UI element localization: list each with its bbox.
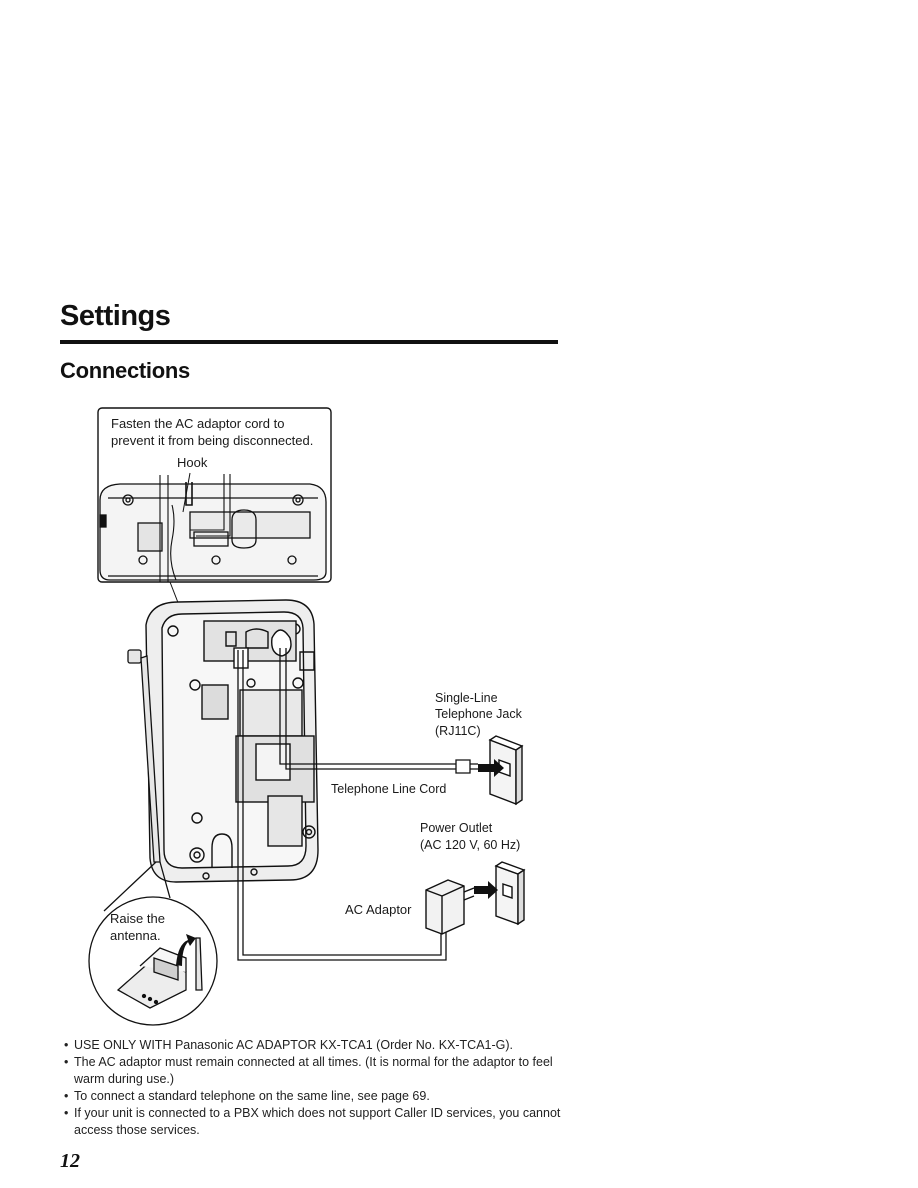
outlet-plug-arrow — [474, 881, 498, 899]
jack-plug-arrow — [478, 759, 504, 777]
outlet-label-line2: (AC 120 V, 60 Hz) — [420, 838, 520, 852]
note-text: If your unit is connected to a PBX which… — [74, 1106, 561, 1137]
jack-label-line1: Single-Line — [435, 691, 498, 705]
note-text: USE ONLY WITH Panasonic AC ADAPTOR KX-TC… — [74, 1038, 514, 1052]
title-rule — [60, 340, 558, 344]
note-item: • If your unit is connected to a PBX whic… — [64, 1105, 574, 1139]
callout-text-line1: Fasten the AC adaptor cord to — [111, 416, 284, 431]
base-unit-rear-closeup — [99, 474, 327, 582]
ac-adaptor — [425, 879, 475, 935]
note-text: To connect a standard telephone on the s… — [74, 1089, 430, 1103]
notes-list: • USE ONLY WITH Panasonic AC ADAPTOR KX-T… — [64, 1037, 574, 1139]
bullet-dot-icon: • — [64, 1106, 69, 1120]
jack-label-line2: Telephone Jack — [435, 707, 523, 721]
adaptor-label: AC Adaptor — [345, 902, 412, 917]
telephone-line-cord — [279, 648, 478, 774]
callout-text-line2: prevent it from being disconnected. — [111, 433, 313, 448]
antenna-label-line1: Raise the — [110, 911, 165, 926]
section-title: Settings — [60, 300, 171, 332]
note-item: • To connect a standard telephone on the … — [64, 1088, 574, 1105]
bullet-dot-icon: • — [64, 1055, 69, 1069]
ac-adaptor-cord — [237, 650, 447, 961]
page-number: 12 — [60, 1150, 80, 1172]
bullet-dot-icon: • — [64, 1038, 69, 1052]
bullet-dot-icon: • — [64, 1089, 69, 1103]
sub-title: Connections — [60, 358, 190, 383]
note-item: • USE ONLY WITH Panasonic AC ADAPTOR KX-T… — [64, 1037, 574, 1054]
outlet-label-line1: Power Outlet — [420, 821, 493, 835]
jack-label-line3: (RJ11C) — [435, 724, 481, 738]
antenna-callout — [88, 861, 218, 1026]
note-item: • The AC adaptor must remain connected at… — [64, 1054, 574, 1088]
hook-label: Hook — [177, 455, 208, 470]
antenna-label-line2: antenna. — [110, 928, 161, 943]
power-outlet — [494, 861, 526, 926]
note-text: The AC adaptor must remain connected at … — [74, 1055, 553, 1086]
base-unit-rear-view — [145, 599, 319, 883]
hook-pointer-line — [182, 472, 191, 513]
line-cord-label: Telephone Line Cord — [331, 782, 446, 796]
raise-antenna-arrow — [176, 934, 196, 966]
